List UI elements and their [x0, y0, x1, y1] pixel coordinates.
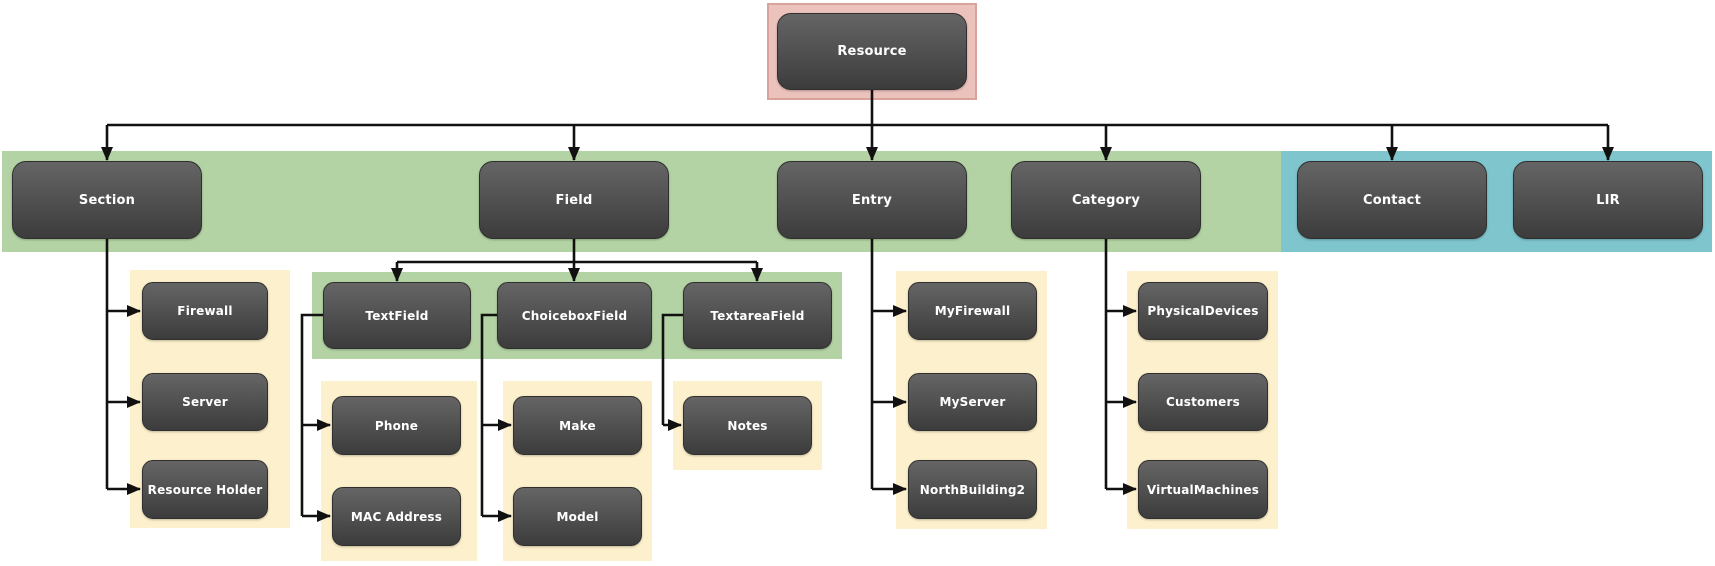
node-firewall[interactable]: Firewall — [142, 282, 268, 340]
node-lir[interactable]: LIR — [1513, 161, 1703, 239]
node-mac-address[interactable]: MAC Address — [332, 487, 461, 546]
node-virtualmachines[interactable]: VirtualMachines — [1138, 460, 1268, 519]
connector-choiceboxfield-to-children — [480, 313, 512, 522]
node-notes[interactable]: Notes — [683, 396, 812, 455]
node-phone[interactable]: Phone — [332, 396, 461, 455]
node-choiceboxfield[interactable]: ChoiceboxField — [497, 282, 652, 349]
node-myfirewall[interactable]: MyFirewall — [908, 282, 1037, 340]
connector-field-to-children — [391, 239, 763, 282]
connector-category-to-children — [1104, 239, 1137, 495]
node-field[interactable]: Field — [479, 161, 669, 239]
connector-resource-to-children — [101, 90, 1614, 161]
node-entry[interactable]: Entry — [777, 161, 967, 239]
node-physicaldevices[interactable]: PhysicalDevices — [1138, 282, 1268, 340]
node-textfield[interactable]: TextField — [323, 282, 471, 349]
node-myserver[interactable]: MyServer — [908, 373, 1037, 431]
node-server[interactable]: Server — [142, 373, 268, 431]
node-contact[interactable]: Contact — [1297, 161, 1487, 239]
node-northbuilding2[interactable]: NorthBuilding2 — [908, 460, 1037, 519]
node-section[interactable]: Section — [12, 161, 202, 239]
node-resource[interactable]: Resource — [777, 13, 967, 90]
node-customers[interactable]: Customers — [1138, 373, 1268, 431]
connector-section-to-children — [105, 239, 141, 495]
node-resource-holder[interactable]: Resource Holder — [142, 460, 268, 519]
node-model[interactable]: Model — [513, 487, 642, 546]
node-category[interactable]: Category — [1011, 161, 1201, 239]
connector-textareafield-to-children — [661, 313, 684, 431]
connector-textfield-to-children — [300, 313, 331, 522]
connector-entry-to-children — [870, 239, 907, 495]
node-textareafield[interactable]: TextareaField — [683, 282, 832, 349]
node-make[interactable]: Make — [513, 396, 642, 455]
